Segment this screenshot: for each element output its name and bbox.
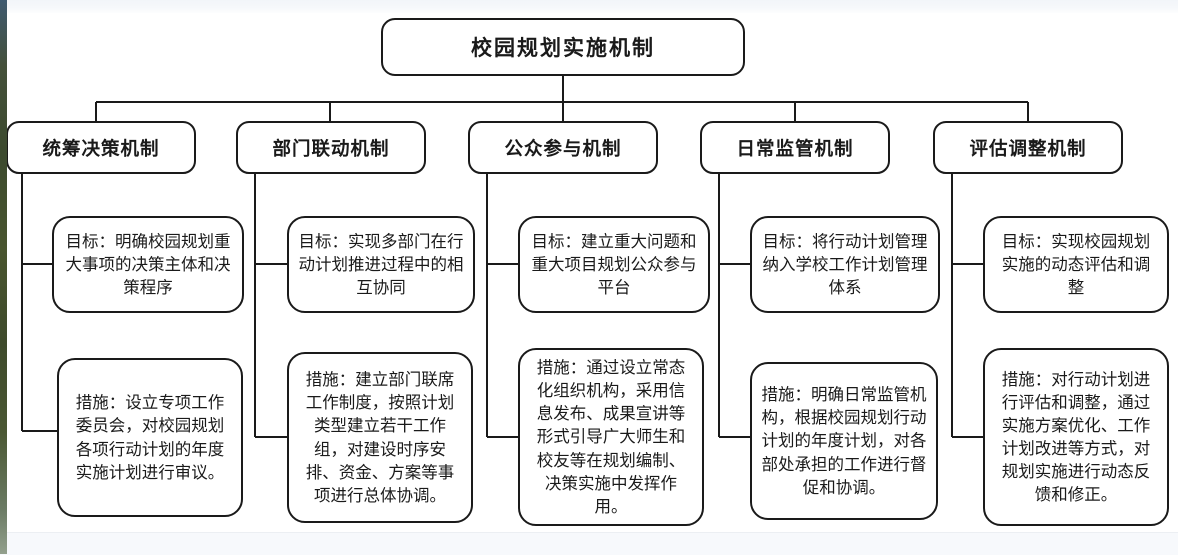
branch-node-4[interactable]: 日常监管机制 — [700, 121, 890, 174]
goal-node-3[interactable]: 目标：建立重大问题和重大项目规划公众参与平台 — [518, 216, 710, 313]
measure-node-3-text: 措施：通过设立常态化组织机构，采用信息发布、成果宣讲等形式引导广大师生和校友等在… — [536, 358, 686, 516]
measure-node-1[interactable]: 措施：设立专项工作委员会，对校园规划各项行动计划的年度实施计划进行审议。 — [57, 358, 243, 517]
measure-node-5-text: 措施：对行动计划进行评估和调整，通过实施方案优化、工作计划改进等方式，对规划实施… — [1001, 369, 1151, 505]
root-node-label: 校园规划实施机制 — [471, 35, 655, 60]
measure-node-4[interactable]: 措施：明确日常监管机构，根据校园规划行动计划的年度计划，对各部处承担的工作进行督… — [750, 362, 938, 520]
branch-node-1-label: 统筹决策机制 — [42, 138, 160, 160]
measure-node-1-text: 措施：设立专项工作委员会，对校园规划各项行动计划的年度实施计划进行审议。 — [75, 393, 225, 482]
page-bottom-band — [0, 532, 1178, 555]
measure-node-3[interactable]: 措施：通过设立常态化组织机构，采用信息发布、成果宣讲等形式引导广大师生和校友等在… — [518, 348, 704, 526]
goal-node-3-text: 目标：建立重大问题和重大项目规划公众参与平台 — [531, 231, 697, 298]
measure-node-4-text: 措施：明确日常监管机构，根据校园规划行动计划的年度计划，对各部处承担的工作进行督… — [761, 385, 927, 497]
goal-node-1-text: 目标：明确校园规划重大事项的决策主体和决策程序 — [65, 231, 231, 298]
branch-node-5[interactable]: 评估调整机制 — [933, 121, 1123, 174]
measure-node-2[interactable]: 措施：建立部门联席工作制度，按照计划类型建立若干工作组，对建设时序安排、资金、方… — [287, 352, 473, 523]
goal-node-1[interactable]: 目标：明确校园规划重大事项的决策主体和决策程序 — [52, 216, 244, 313]
branch-node-5-label: 评估调整机制 — [969, 138, 1087, 160]
goal-node-4-text: 目标：将行动计划管理纳入学校工作计划管理体系 — [762, 231, 928, 298]
page-top-band — [0, 0, 1178, 13]
goal-node-5-text: 目标：实现校园规划实施的动态评估和调整 — [1001, 231, 1151, 298]
goal-node-2[interactable]: 目标：实现多部门在行动计划推进过程中的相互协同 — [287, 216, 475, 313]
measure-node-2-text: 措施：建立部门联席工作制度，按照计划类型建立若干工作组，对建设时序安排、资金、方… — [305, 370, 455, 505]
goal-node-4[interactable]: 目标：将行动计划管理纳入学校工作计划管理体系 — [750, 216, 940, 313]
branch-node-4-label: 日常监管机制 — [736, 138, 854, 160]
root-node[interactable]: 校园规划实施机制 — [381, 18, 745, 76]
branch-node-3-label: 公众参与机制 — [504, 138, 622, 160]
goal-node-5[interactable]: 目标：实现校园规划实施的动态评估和调整 — [983, 216, 1169, 313]
branch-node-3[interactable]: 公众参与机制 — [468, 121, 658, 174]
branch-node-1[interactable]: 统筹决策机制 — [6, 121, 196, 174]
measure-node-5[interactable]: 措施：对行动计划进行评估和调整，通过实施方案优化、工作计划改进等方式，对规划实施… — [983, 348, 1169, 526]
branch-node-2[interactable]: 部门联动机制 — [236, 121, 426, 174]
goal-node-2-text: 目标：实现多部门在行动计划推进过程中的相互协同 — [298, 231, 464, 298]
desktop-background-strip — [0, 0, 7, 554]
branch-node-2-label: 部门联动机制 — [272, 138, 390, 160]
